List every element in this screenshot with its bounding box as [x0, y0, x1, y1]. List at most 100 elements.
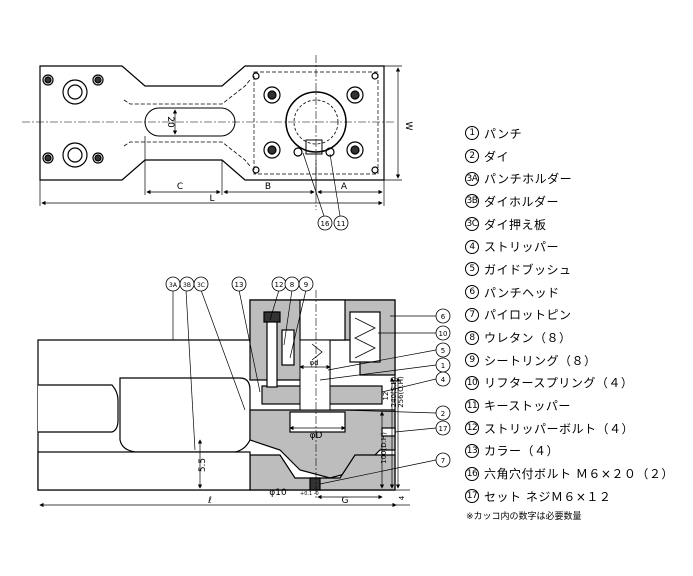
dim-l-small: ℓ — [207, 496, 212, 506]
part-number-badge: 3C — [465, 217, 479, 232]
part-number-badge: 11 — [465, 398, 479, 413]
part-number-badge: 1 — [465, 126, 479, 141]
callout-7: 7 — [435, 452, 451, 468]
part-label: シートリング（８） — [484, 353, 597, 368]
part-number-badge: 10 — [465, 375, 479, 390]
part-label: キーストッパー — [484, 399, 571, 414]
dim-c: C — [177, 182, 183, 192]
callout-10: 10 — [435, 325, 451, 341]
dim-240-sh: 240(S.H) — [390, 376, 398, 407]
dim-l-top: L — [209, 194, 214, 204]
parts-list-item: 7 パイロットピン — [465, 304, 693, 327]
callout-3a: 3A — [165, 276, 181, 292]
dim-4: 4 — [398, 495, 406, 500]
svg-text:6: 6 — [441, 313, 446, 321]
callout-4: 4 — [435, 371, 451, 387]
parts-list-item: 17 セット ネジＭ６×１２ — [465, 485, 693, 508]
callout-5: 5 — [435, 342, 451, 358]
part-label: パイロットピン — [484, 308, 572, 323]
svg-text:10: 10 — [439, 330, 448, 338]
callout-2: 2 — [435, 405, 451, 421]
dim-w: W — [403, 122, 413, 131]
svg-text:2: 2 — [441, 410, 445, 418]
part-number-badge: 5 — [465, 262, 479, 277]
part-label: パンチホルダー — [484, 172, 573, 187]
callout-9: 9 — [298, 276, 314, 292]
part-number-badge: 7 — [465, 307, 479, 322]
parts-list-item: 3C ダイ押え板 — [465, 213, 693, 236]
part-number-badge: 2 — [465, 149, 479, 164]
callout-3c: 3C — [193, 276, 209, 292]
callout-11: 11 — [333, 215, 349, 231]
part-number-badge: 16 — [465, 466, 479, 481]
svg-text:3B: 3B — [183, 282, 191, 289]
dim-5-5: 5.5 — [198, 458, 208, 472]
parts-list-item: 8 ウレタン（８） — [465, 326, 693, 349]
dim-100-dh: 100(D.H) — [380, 432, 388, 464]
part-label: リフタースプリング（４） — [484, 376, 634, 391]
svg-text:16: 16 — [321, 220, 330, 228]
svg-text:4: 4 — [441, 376, 446, 384]
part-number-badge: 3B — [465, 194, 479, 209]
svg-text:11: 11 — [337, 220, 346, 228]
part-label: ウレタン（８） — [484, 331, 572, 346]
dim-20: 20 — [165, 116, 175, 128]
part-number-badge: 4 — [465, 239, 479, 254]
dim-tolerance: +0.1 -0 — [300, 491, 319, 497]
part-number-badge: 8 — [465, 330, 479, 345]
part-label: パンチ — [484, 126, 523, 141]
dim-g: G — [342, 496, 349, 506]
callout-1: 1 — [435, 357, 451, 373]
svg-text:13: 13 — [235, 281, 244, 289]
svg-text:5: 5 — [441, 347, 445, 355]
part-label: 六角穴付ボルト Ｍ６×２０（２） — [484, 467, 674, 482]
part-label: ダイホルダー — [484, 194, 560, 209]
dim-phi-big-d: φD — [310, 431, 323, 441]
parts-list-item: 2 ダイ — [465, 145, 693, 168]
dim-256-oh: 256(O.H) — [397, 376, 405, 408]
parts-list-item: 3B ダイホルダー — [465, 190, 693, 213]
callout-3b: 3B — [179, 276, 195, 292]
part-label: ダイ押え板 — [484, 217, 547, 232]
part-number-badge: 3A — [465, 171, 479, 186]
parts-list-item: 11 キーストッパー — [465, 394, 693, 417]
callout-6: 6 — [435, 308, 451, 324]
top-view-dimensions — [39, 65, 402, 217]
callout-8: 8 — [284, 276, 300, 292]
dim-b: B — [265, 182, 271, 192]
svg-text:1: 1 — [441, 362, 445, 370]
callout-17: 17 — [435, 420, 451, 436]
part-label: セット ネジＭ６×１２ — [484, 489, 612, 504]
svg-text:3C: 3C — [197, 282, 205, 289]
part-number-badge: 9 — [465, 353, 479, 368]
svg-text:3A: 3A — [169, 282, 178, 289]
svg-text:8: 8 — [290, 281, 294, 289]
quantity-note: ※カッコ内の数字は必要数量 — [466, 512, 582, 522]
part-number-badge: 13 — [465, 443, 479, 458]
part-label: ストリッパーボルト（４） — [484, 421, 635, 436]
section-dimensions — [39, 289, 437, 508]
parts-list-item: 10 リフタースプリング（４） — [465, 372, 693, 395]
part-number-badge: 6 — [465, 285, 479, 300]
part-number-badge: 12 — [465, 421, 479, 436]
svg-text:12: 12 — [275, 281, 284, 289]
callout-16: 16 — [317, 215, 333, 231]
svg-text:17: 17 — [439, 425, 448, 433]
parts-list-item: 12 ストリッパーボルト（４） — [465, 417, 693, 440]
parts-list-item: 1 パンチ — [465, 122, 693, 145]
section-view — [37, 290, 396, 500]
part-label: パンチヘッド — [484, 285, 560, 300]
part-label: ストリッパー — [484, 240, 560, 255]
parts-list-item: 3A パンチホルダー — [465, 167, 693, 190]
svg-text:7: 7 — [441, 457, 445, 465]
parts-list-item: 6 パンチヘッド — [465, 281, 693, 304]
part-label: ダイ — [484, 149, 510, 164]
top-view — [22, 55, 395, 210]
dim-a: A — [341, 182, 348, 192]
svg-text:9: 9 — [304, 281, 308, 289]
part-number-badge: 17 — [465, 489, 479, 504]
dim-phi10: φ10 — [269, 488, 287, 498]
